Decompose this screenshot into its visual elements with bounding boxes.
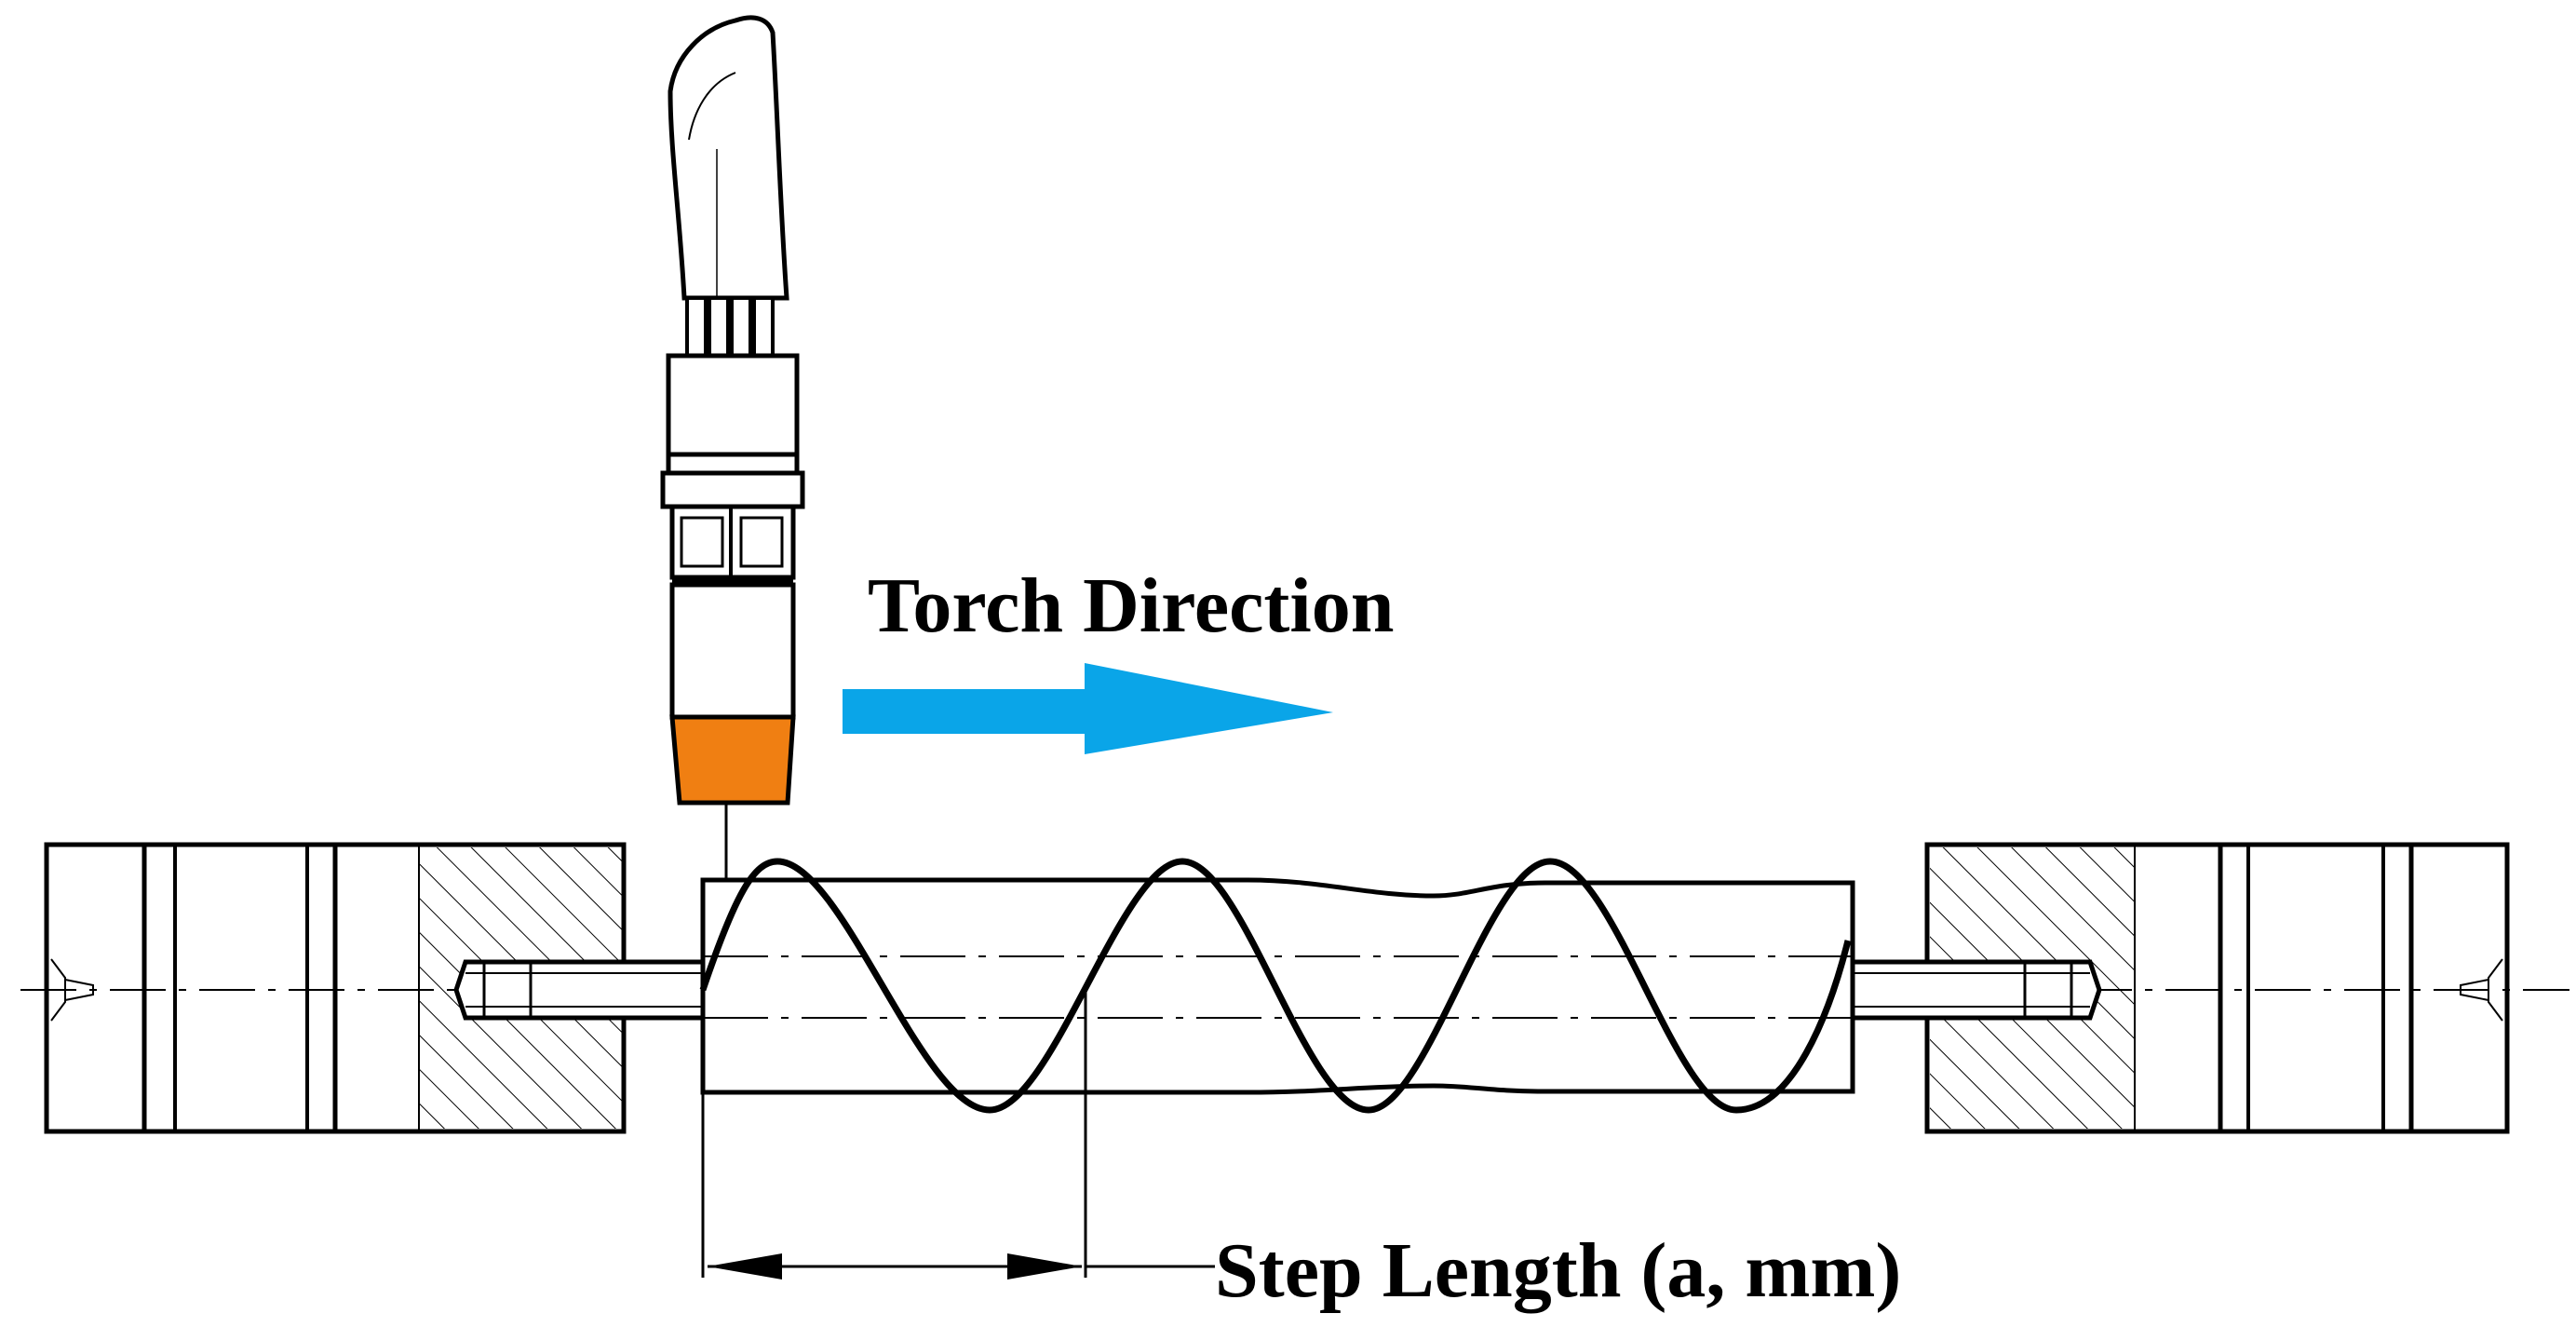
torch-direction-arrow	[843, 663, 1333, 754]
step-length-dimension	[701, 990, 1215, 1280]
dimension-arrowhead-left	[708, 1253, 782, 1280]
torch-nozzle	[669, 714, 796, 806]
dimension-arrowhead-right	[1007, 1253, 1082, 1280]
step-length-label: Step Length (a, mm)	[1215, 1227, 1901, 1314]
torch-direction-label: Torch Direction	[868, 562, 1394, 649]
welding-torch	[660, 15, 805, 880]
helical-weld-path	[699, 858, 1852, 1114]
right-shaft	[1850, 959, 2102, 1021]
left-shaft	[453, 959, 706, 1021]
